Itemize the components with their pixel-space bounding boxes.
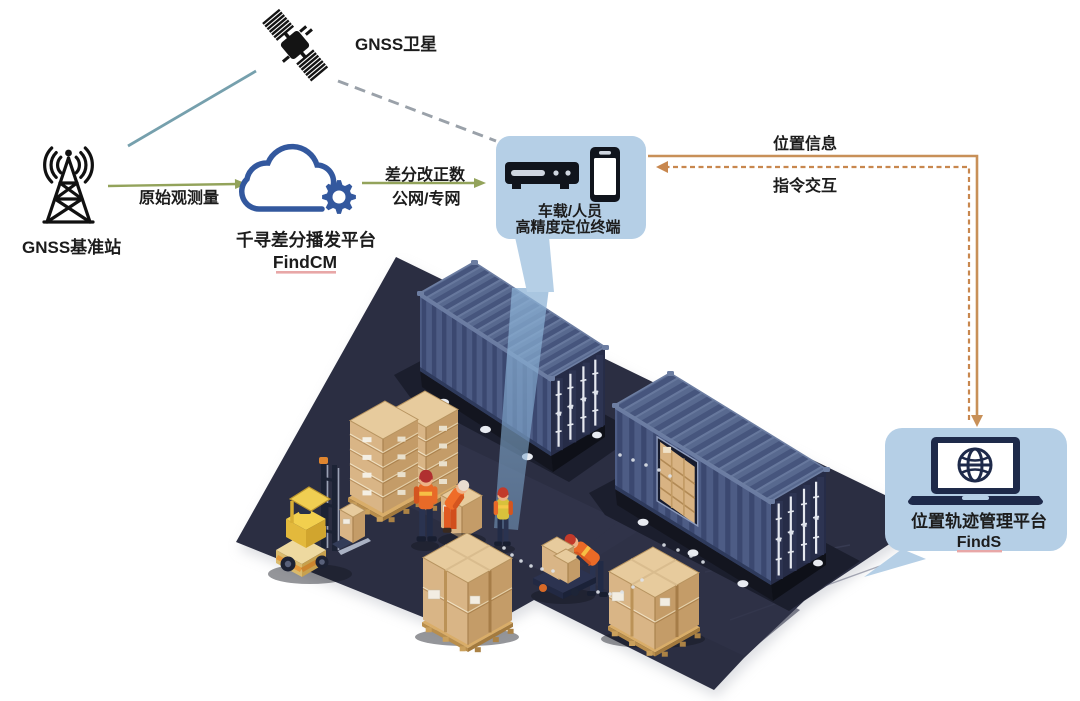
svg-text:位置轨迹管理平台: 位置轨迹管理平台 [911,511,1047,531]
svg-text:位置信息: 位置信息 [773,134,837,153]
svg-text:高精度定位终端: 高精度定位终端 [515,218,620,236]
svg-text:千寻差分播发平台: 千寻差分播发平台 [236,230,376,250]
svg-text:车载/人员: 车载/人员 [538,202,602,220]
svg-text:GNSS基准站: GNSS基准站 [22,237,121,257]
svg-text:GNSS卫星: GNSS卫星 [355,35,437,54]
svg-text:原始观测量: 原始观测量 [139,188,219,207]
svg-text:指令交互: 指令交互 [773,176,837,195]
svg-text:公网/专网: 公网/专网 [392,189,460,208]
svg-text:差分改正数: 差分改正数 [385,165,466,184]
svg-text:FindCM: FindCM [273,252,337,272]
svg-text:FindS: FindS [957,534,1002,551]
